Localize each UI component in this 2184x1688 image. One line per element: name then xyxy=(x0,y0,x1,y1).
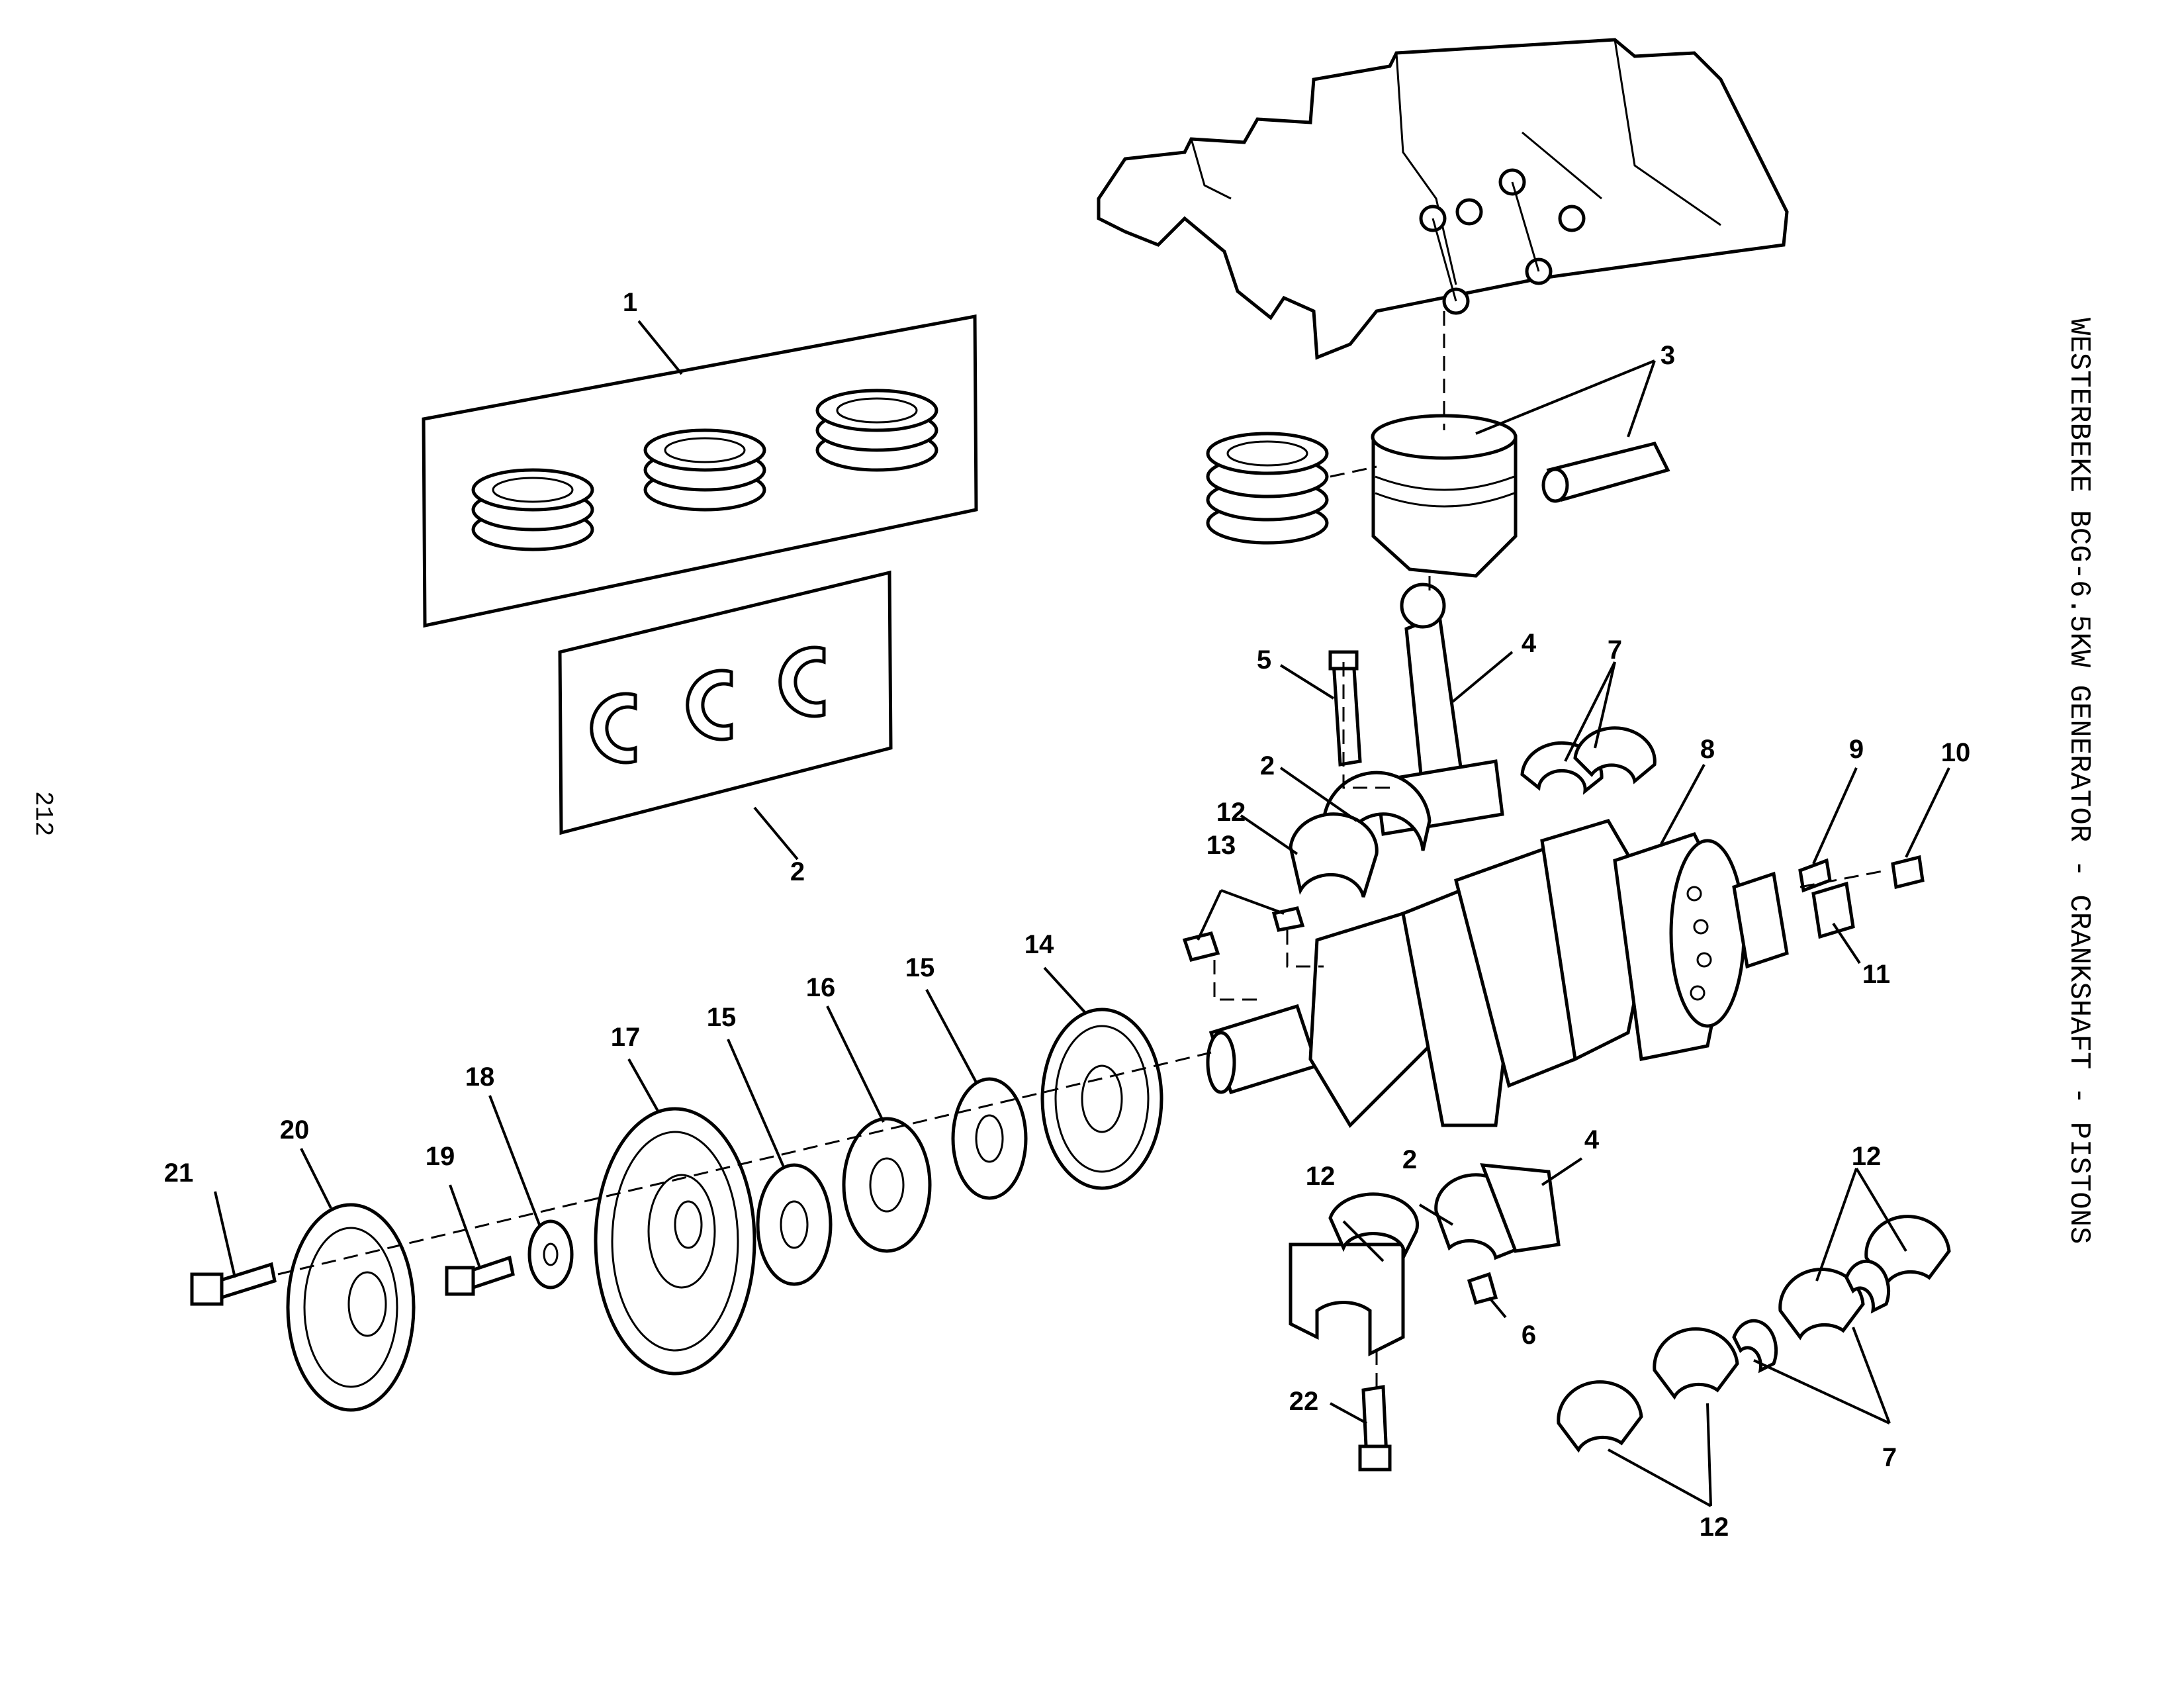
callout-1: 1 xyxy=(623,288,637,317)
callout-4: 4 xyxy=(1584,1125,1600,1154)
main-bearing-shell xyxy=(1289,812,1379,898)
main-bearing-cap xyxy=(1289,1192,1420,1472)
engine-block xyxy=(1097,38,1789,360)
callout-2: 2 xyxy=(1402,1145,1417,1174)
callout-19: 19 xyxy=(426,1142,455,1171)
callout-12: 12 xyxy=(1216,798,1246,827)
centerline xyxy=(1342,662,1390,789)
callout-12: 12 xyxy=(1852,1142,1882,1171)
callout-7: 7 xyxy=(1608,635,1622,665)
page-number: 212 xyxy=(28,791,57,836)
bearing-shell xyxy=(686,669,733,741)
piston-ring-sets-box xyxy=(422,314,978,628)
callout-18: 18 xyxy=(465,1062,495,1092)
flange-bolt xyxy=(190,1262,277,1306)
thrust-washer xyxy=(1844,1259,1891,1314)
callout-16: 16 xyxy=(806,973,836,1002)
callout-9: 9 xyxy=(1849,735,1864,764)
callout-12: 12 xyxy=(1306,1162,1336,1191)
rod-nut xyxy=(1467,1272,1498,1305)
callout-21: 21 xyxy=(164,1158,194,1188)
shim-washer xyxy=(951,1077,1028,1200)
callout-2: 2 xyxy=(790,857,805,886)
callout-4: 4 xyxy=(1522,629,1537,658)
washer xyxy=(527,1219,574,1289)
centerline xyxy=(1213,960,1257,1001)
thrust-washer xyxy=(1732,1319,1778,1374)
centerline xyxy=(1799,869,1887,888)
rod-bolt xyxy=(1332,657,1362,767)
pulley-bolt xyxy=(445,1255,515,1296)
leader-lines xyxy=(214,320,1950,1507)
callout-22: 22 xyxy=(1289,1387,1319,1416)
callout-8: 8 xyxy=(1700,735,1715,764)
callout-6: 6 xyxy=(1522,1321,1536,1350)
callout-20: 20 xyxy=(280,1115,310,1145)
ring-set xyxy=(471,468,594,551)
callout-15: 15 xyxy=(707,1003,737,1032)
bearing-shell xyxy=(590,692,637,765)
callout-17: 17 xyxy=(611,1023,641,1052)
callout-10: 10 xyxy=(1941,738,1971,767)
rod-cap xyxy=(1434,1163,1561,1305)
ring-set xyxy=(815,389,938,472)
callout-13: 13 xyxy=(1206,831,1236,860)
piston-assembly xyxy=(1206,414,1670,578)
callout-11: 11 xyxy=(1862,960,1890,989)
crank-gear xyxy=(1040,1008,1163,1190)
crank-pulley xyxy=(594,1107,756,1376)
side-title: WESTERBEKE BCG-6.5KW GENERATOR - CRANKSH… xyxy=(2062,318,2095,1244)
bushing xyxy=(1891,855,1925,890)
callout-labels: 1 2 3 4 5 2 7 8 9 10 12 13 11 14 15 16 1… xyxy=(164,288,1971,1542)
bushing xyxy=(1811,881,1855,939)
callout-5: 5 xyxy=(1257,645,1271,675)
crankshaft xyxy=(1206,819,1925,1129)
callout-14: 14 xyxy=(1024,930,1054,959)
lower-bearing-shells xyxy=(1557,1215,1951,1453)
pulley xyxy=(286,1203,416,1412)
callout-15: 15 xyxy=(905,953,935,982)
thrust-washers xyxy=(1520,726,1657,795)
timing-sprocket xyxy=(842,1117,932,1253)
bearing-shells-box xyxy=(558,570,893,835)
centerline xyxy=(277,1051,1212,1276)
woodruff-key xyxy=(1182,931,1220,962)
bearing-shell xyxy=(778,645,826,718)
callout-12: 12 xyxy=(1700,1513,1729,1542)
ring-set xyxy=(643,428,766,512)
shim-washer xyxy=(756,1163,833,1286)
centerline xyxy=(1330,465,1377,478)
callout-3: 3 xyxy=(1661,341,1675,370)
callout-2: 2 xyxy=(1260,751,1275,780)
callout-7: 7 xyxy=(1882,1443,1897,1472)
centerline xyxy=(1286,930,1324,968)
